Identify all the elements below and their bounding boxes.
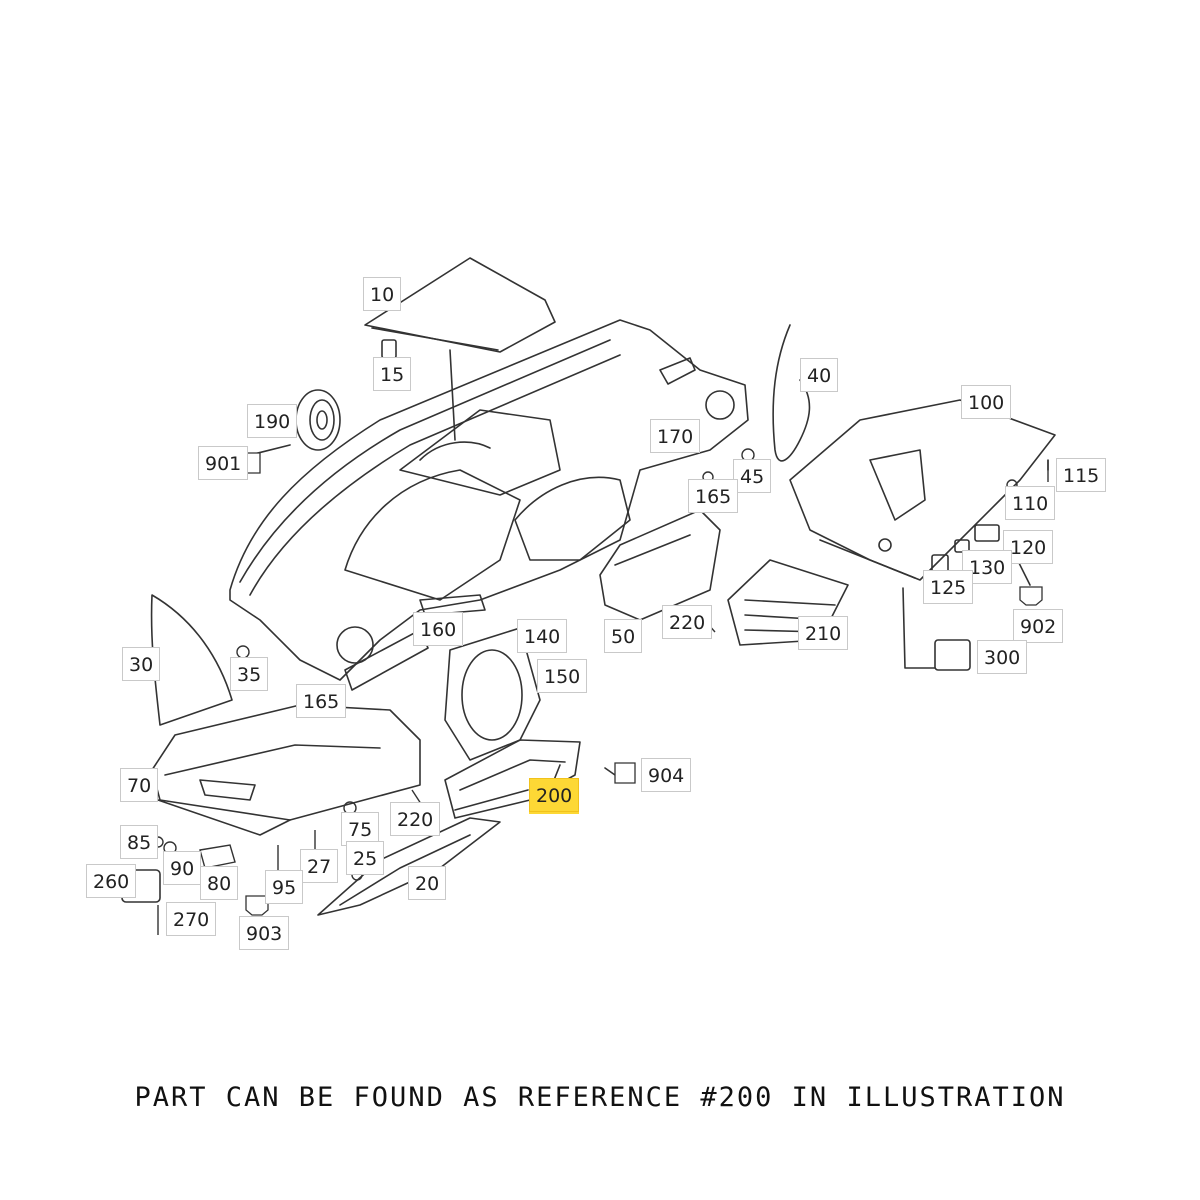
clip-part-15 <box>381 339 397 359</box>
cluster-part-50 <box>599 509 721 621</box>
callout-50: 50 <box>604 619 643 653</box>
callout-115: 115 <box>1056 458 1107 492</box>
callout-95: 95 <box>265 870 304 904</box>
callout-210: 210 <box>798 616 849 650</box>
switch-part-300 <box>934 639 971 671</box>
callout-165: 165 <box>688 479 739 513</box>
bracket-part-80 <box>199 844 236 869</box>
callout-902: 902 <box>1013 609 1064 643</box>
callout-300: 300 <box>977 640 1028 674</box>
bracket-icon-904 <box>614 762 636 784</box>
callout-40: 40 <box>800 358 839 392</box>
top-cover-part <box>364 257 556 353</box>
callout-85: 85 <box>120 825 159 859</box>
side-panel-part <box>150 594 233 726</box>
callout-75: 75 <box>341 812 380 846</box>
callout-30: 30 <box>122 647 161 681</box>
callout-15: 15 <box>373 357 412 391</box>
callout-200: 200 <box>529 778 580 812</box>
callout-20: 20 <box>408 866 447 900</box>
switch-part-120 <box>974 524 1000 542</box>
bracket-icon-902 <box>1019 586 1043 606</box>
illustration-caption: PART CAN BE FOUND AS REFERENCE #200 IN I… <box>134 1082 1066 1113</box>
callout-35: 35 <box>230 657 269 691</box>
callout-25: 25 <box>346 841 385 875</box>
glovebox-part-200 <box>444 739 581 819</box>
callout-45: 45 <box>733 459 772 493</box>
callout-80: 80 <box>200 866 239 900</box>
harness-part-40 <box>772 324 811 462</box>
callout-100: 100 <box>961 385 1012 419</box>
callout-904: 904 <box>641 758 692 792</box>
callout-10: 10 <box>363 277 402 311</box>
callout-125: 125 <box>923 570 974 604</box>
callout-160: 160 <box>413 612 464 646</box>
callout-27: 27 <box>300 849 339 883</box>
callout-901: 901 <box>198 446 249 480</box>
knee-panel-part <box>151 704 421 821</box>
callout-260: 260 <box>86 864 137 898</box>
callout-270: 270 <box>166 902 217 936</box>
callout-110: 110 <box>1005 486 1056 520</box>
callout-70: 70 <box>120 768 159 802</box>
callout-220: 220 <box>662 605 713 639</box>
callout-165-lower: 165 <box>296 684 347 718</box>
callout-903: 903 <box>239 916 290 950</box>
callout-190: 190 <box>247 404 298 438</box>
callout-150: 150 <box>537 659 588 693</box>
callout-140: 140 <box>517 619 568 653</box>
callout-90: 90 <box>163 851 202 885</box>
callout-220-lower: 220 <box>390 802 441 836</box>
callout-170: 170 <box>650 419 701 453</box>
vent-part-210 <box>727 559 849 646</box>
